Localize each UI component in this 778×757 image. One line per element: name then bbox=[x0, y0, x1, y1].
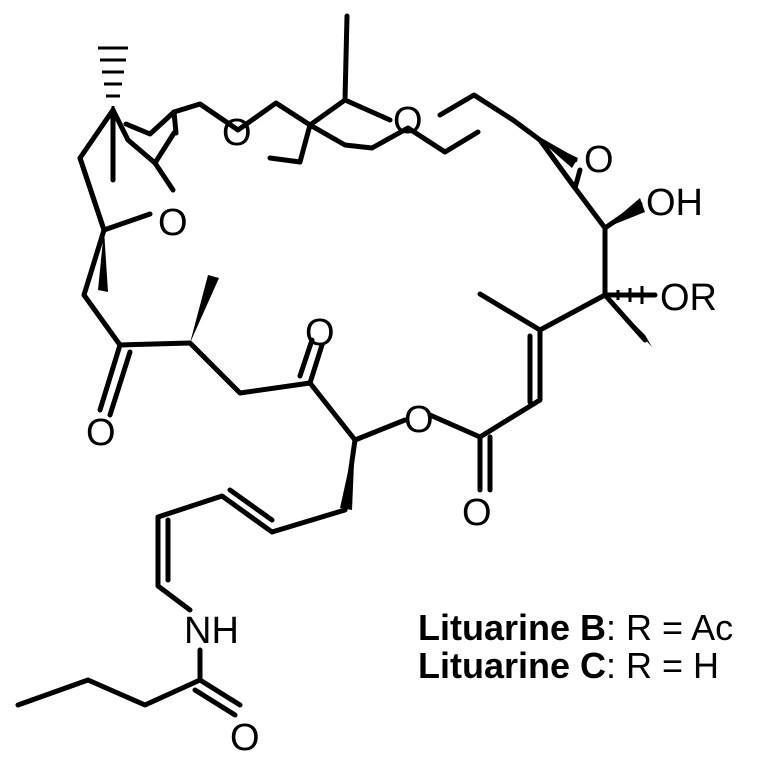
atom-label: OR bbox=[660, 277, 717, 319]
bond-path bbox=[15, 647, 243, 718]
bond-path bbox=[165, 487, 275, 583]
r-group-definition: R = Ac bbox=[626, 607, 734, 648]
legend-line-b: Lituarine B: R = Ac bbox=[418, 607, 733, 649]
bond-path bbox=[155, 437, 358, 613]
atom-label: O bbox=[222, 112, 252, 154]
wedge-bond bbox=[540, 140, 578, 168]
bond-path bbox=[352, 327, 543, 443]
atom-label: OH bbox=[646, 182, 703, 224]
bond-path bbox=[77, 155, 107, 233]
bond-path bbox=[123, 109, 177, 137]
legend-line-c: Lituarine C: R = H bbox=[418, 645, 719, 687]
atom-label: O bbox=[158, 202, 188, 244]
bond-path bbox=[297, 337, 325, 386]
atom-label: O bbox=[584, 139, 614, 181]
bond-path bbox=[152, 160, 176, 193]
legend-separator: : bbox=[606, 645, 627, 686]
atom-labels: O O O O OH OR O O O O NH O bbox=[86, 100, 717, 757]
atom-label: O bbox=[305, 312, 335, 354]
atom-label: O bbox=[404, 399, 434, 441]
bond-path bbox=[267, 122, 481, 165]
bond-path bbox=[477, 434, 493, 493]
r-group-definition: R = H bbox=[626, 645, 720, 686]
compound-name: Lituarine B bbox=[418, 607, 607, 648]
legend-separator: : bbox=[606, 607, 627, 648]
wedge-bonds bbox=[98, 140, 652, 510]
bond-path bbox=[477, 117, 608, 333]
wedge-bond bbox=[605, 295, 652, 347]
bond-path bbox=[97, 342, 133, 418]
wedge-bond bbox=[98, 230, 108, 292]
bond-path bbox=[110, 107, 177, 166]
bond-path bbox=[171, 13, 350, 136]
wedge-bond bbox=[190, 275, 219, 343]
wedge-bond bbox=[340, 440, 355, 510]
atom-label: O bbox=[86, 412, 116, 454]
atom-label: O bbox=[462, 492, 492, 534]
hash-bonds bbox=[98, 46, 644, 304]
atom-label: NH bbox=[184, 610, 239, 652]
compound-name: Lituarine C bbox=[418, 645, 607, 686]
bond-path bbox=[342, 92, 516, 123]
atom-label: O bbox=[393, 100, 423, 142]
atom-label: O bbox=[230, 717, 260, 757]
wedge-bond bbox=[605, 198, 645, 228]
